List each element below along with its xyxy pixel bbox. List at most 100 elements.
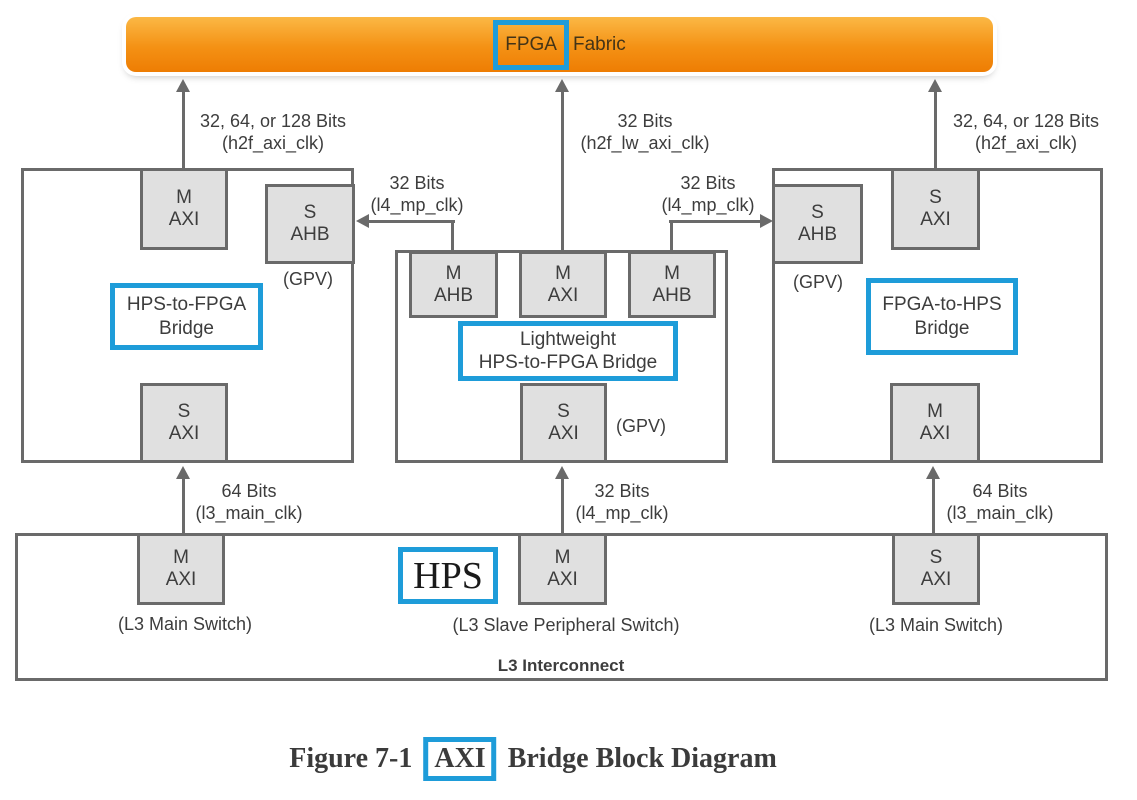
arrow-up-icon (555, 79, 569, 92)
port-label: M (927, 401, 943, 422)
bridge-name: FPGA-to-HPS (882, 293, 1002, 315)
caption-prefix: Figure 7-1 (289, 743, 413, 774)
wire-l4-right-vertical (670, 221, 673, 252)
port-label: AHB (433, 284, 474, 306)
port-label: AXI (547, 284, 579, 306)
right-block-m-axi-port: M AXI (890, 383, 980, 463)
middle-block-m-ahb-left-port: M AHB (409, 251, 498, 318)
caption-suffix: Bridge Block Diagram (507, 743, 777, 774)
right-block-s-axi-port: S AXI (891, 168, 980, 250)
wire-clock: (h2f_lw_axi_clk) (580, 133, 710, 153)
wire-l4-left-vertical (451, 221, 454, 252)
bridge-name: Lightweight (519, 329, 617, 350)
wire-clock: (l3_main_clk) (946, 503, 1054, 523)
hps-label: HPS (413, 554, 483, 597)
middle-gpv-label: (GPV) (615, 416, 667, 436)
wire-width: 64 Bits (972, 481, 1028, 501)
port-label: M (176, 187, 192, 208)
arrow-up-icon (926, 466, 940, 479)
left-block-s-ahb-port: S AHB (265, 184, 355, 264)
wire-width: 32 Bits (594, 481, 650, 501)
wire-width: 32 Bits (680, 173, 736, 193)
port-label: AXI (548, 423, 579, 444)
port-label: AXI (920, 569, 952, 590)
port-label: M (173, 547, 189, 568)
search-highlight-lightweight-bridge: Lightweight HPS-to-FPGA Bridge (458, 321, 678, 381)
left-block-m-axi-port: M AXI (140, 168, 228, 250)
wire-clock: (h2f_axi_clk) (974, 133, 1078, 153)
right-block-s-ahb-port: S AHB (772, 184, 863, 264)
wire-l3-to-middle-bridge (561, 476, 564, 534)
bridge-name: Bridge (159, 317, 214, 339)
wire-clock: (l4_mp_clk) (370, 195, 464, 215)
port-label: AXI (547, 569, 578, 590)
arrow-right-icon (760, 214, 773, 228)
l3-interconnect-title: L3 Interconnect (497, 656, 625, 675)
wire-l3-to-right-bridge (932, 476, 935, 534)
port-label: S (177, 401, 191, 422)
wire-middle-to-fabric (561, 89, 564, 251)
search-highlight-fpga-to-hps-bridge: FPGA-to-HPS Bridge (866, 278, 1018, 355)
wire-clock: (l4_mp_clk) (661, 195, 755, 215)
wire-label-h2f-lw-axi: 32 Bits (h2f_lw_axi_clk) (580, 110, 709, 154)
arrow-up-icon (176, 466, 190, 479)
l3-main-switch-left-label: (L3 Main Switch) (117, 614, 253, 634)
port-label: S (557, 401, 570, 422)
wire-width: 32 Bits (389, 173, 445, 193)
port-label: S (811, 202, 824, 223)
arrow-up-icon (176, 79, 190, 92)
wire-label-h2f-axi-left: 32, 64, or 128 Bits (h2f_axi_clk) (200, 110, 346, 154)
wire-label-l4-mp-left: 32 Bits (l4_mp_clk) (370, 172, 463, 216)
wire-label-l3-main-right: 64 Bits (l3_main_clk) (946, 480, 1053, 524)
l3-slave-peripheral-switch-label: (L3 Slave Peripheral Switch) (452, 615, 680, 635)
port-label: M (555, 262, 571, 284)
search-highlight-hps-to-fpga-bridge: HPS-to-FPGA Bridge (110, 283, 263, 350)
wire-l4-left-horizontal (364, 220, 455, 223)
l3-s-axi-right-port: S AXI (892, 533, 980, 605)
port-label: S (929, 547, 943, 568)
wire-clock: (l3_main_clk) (195, 503, 303, 523)
fpga-fabric-label: Fabric (572, 33, 626, 55)
middle-block-m-axi-port: M AXI (519, 251, 607, 318)
wire-l4-right-horizontal (669, 220, 761, 223)
arrow-left-icon (356, 214, 369, 228)
wire-width: 32, 64, or 128 Bits (952, 111, 1100, 131)
wire-width: 32 Bits (617, 111, 673, 131)
port-label: M (664, 262, 680, 284)
middle-block-s-axi-port: S AXI (520, 383, 607, 463)
bridge-name: Bridge (914, 317, 970, 339)
port-label: AXI (168, 209, 200, 230)
wire-width: 64 Bits (221, 481, 277, 501)
search-highlight-fpga: FPGA (493, 19, 569, 70)
wire-label-l3-main-left: 64 Bits (l3_main_clk) (195, 480, 302, 524)
port-label: AHB (797, 224, 838, 245)
wire-label-l4-mp-right: 32 Bits (l4_mp_clk) (661, 172, 754, 216)
figure-caption: Figure 7-1 AXI Bridge Block Diagram (289, 737, 777, 781)
wire-label-l4-mp-bottom: 32 Bits (l4_mp_clk) (575, 480, 668, 524)
right-gpv-label: (GPV) (792, 272, 844, 292)
left-block-s-axi-port: S AXI (140, 383, 228, 463)
fpga-fabric-bar: FPGA Fabric (126, 17, 993, 72)
port-label: M (445, 262, 462, 284)
port-label: AXI (919, 423, 951, 444)
wire-label-h2f-axi-right: 32, 64, or 128 Bits (h2f_axi_clk) (953, 110, 1099, 154)
arrow-up-icon (928, 79, 942, 92)
port-label: AHB (652, 284, 692, 306)
port-label: S (303, 202, 317, 223)
bridge-name: HPS-to-FPGA (126, 293, 247, 315)
wire-right-to-fabric (934, 89, 937, 169)
wire-left-to-fabric (182, 89, 185, 168)
l3-main-switch-right-label: (L3 Main Switch) (868, 615, 1004, 635)
left-gpv-label: (GPV) (282, 269, 334, 289)
port-label: AXI (168, 423, 200, 444)
search-highlight-axi: AXI (423, 737, 497, 781)
bridge-name: HPS-to-FPGA Bridge (478, 352, 658, 373)
arrow-up-icon (555, 466, 569, 479)
port-label: AHB (290, 224, 330, 245)
wire-clock: (l4_mp_clk) (575, 503, 669, 523)
wire-clock: (h2f_axi_clk) (221, 133, 325, 153)
port-label: S (929, 187, 942, 208)
port-label: AXI (165, 569, 197, 590)
middle-block-m-ahb-right-port: M AHB (628, 251, 716, 318)
